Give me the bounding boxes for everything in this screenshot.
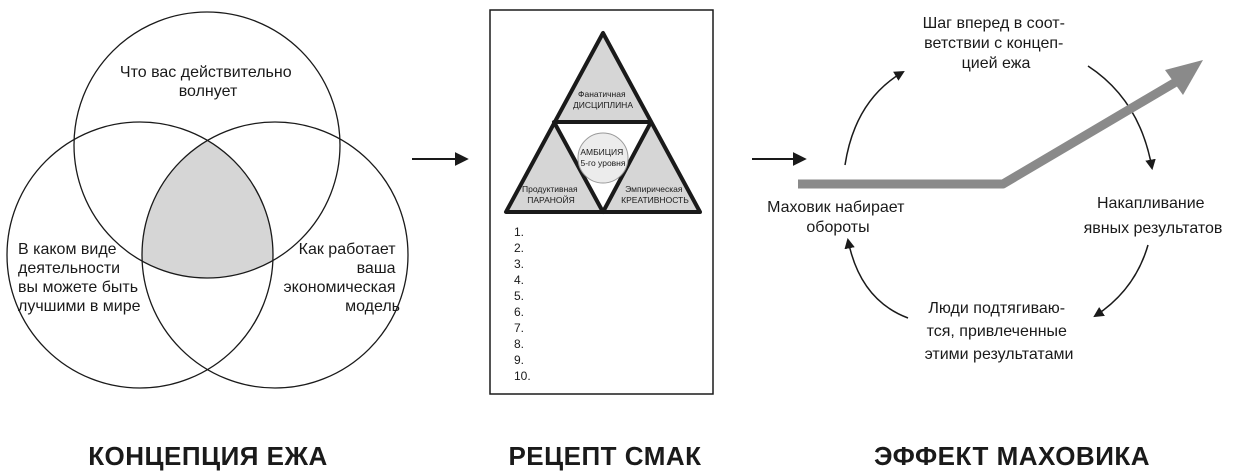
smac-top-label: Фанатичная ДИСЦИПЛИНА [573,89,633,110]
hedgehog-caption: КОНЦЕПЦИЯ ЕЖА [88,441,328,471]
flywheel-step-left: Маховик набирает обороты [767,199,909,236]
smac-list-item: 6. [514,305,524,319]
smac-numbered-list: 1. 2. 3. 4. 5. 6. 7. 8. 9. 10. [514,225,531,383]
smac-list-item: 3. [514,257,524,271]
cycle-arrow-right-to-bottom [1093,244,1149,318]
flywheel-step-right: Накапливание явных результатов [1084,195,1223,237]
venn-circle-top [73,11,341,279]
venn-left-label: В каком виде деятельности вы можете быть… [18,241,143,315]
smac-list-item: 4. [514,273,524,287]
smac-list-item: 9. [514,353,524,367]
venn-intersection [142,122,273,278]
smac-center-label: АМБИЦИЯ 5-го уровня [580,147,626,168]
smac-list-item: 7. [514,321,524,335]
venn-circle-right [141,121,409,389]
flywheel-step-bottom: Люди подтягиваю- тся, привлеченные этими… [925,300,1074,363]
flywheel-cycle: Шаг вперед в соот- ветствии с концеп- ци… [767,15,1222,363]
smac-list-item: 5. [514,289,524,303]
hedgehog-venn: Что вас действительно волнует В каком ви… [6,11,409,389]
venn-right-label: Как работает ваша экономическая модель [283,241,400,315]
cycle-arrow-bottom-to-left [844,237,909,319]
flywheel-step-top: Шаг вперед в соот- ветствии с концеп- ци… [923,15,1070,72]
flywheel-caption: ЭФФЕКТ МАХОВИКА [874,441,1150,471]
venn-top-label: Что вас действительно волнует [120,64,296,100]
smac-ambition-circle [577,132,629,184]
smac-left-label: Продуктивная ПАРАНОЙЯ [522,184,580,205]
smac-list-item: 1. [514,225,524,239]
venn-circle-left [6,121,274,389]
momentum-bar [798,72,1189,189]
smac-panel: Фанатичная ДИСЦИПЛИНА АМБИЦИЯ 5-го уровн… [489,9,714,395]
smac-list-item: 8. [514,337,524,351]
momentum-arrowhead-icon [1165,60,1203,95]
smac-caption: РЕЦЕПТ СМАК [508,441,701,471]
smac-right-label: Эмпирическая КРЕАТИВНОСТЬ [621,184,689,205]
cycle-arrow-left-to-top [844,70,905,166]
smac-list-item: 2. [514,241,524,255]
smac-list-item: 10. [514,369,531,383]
